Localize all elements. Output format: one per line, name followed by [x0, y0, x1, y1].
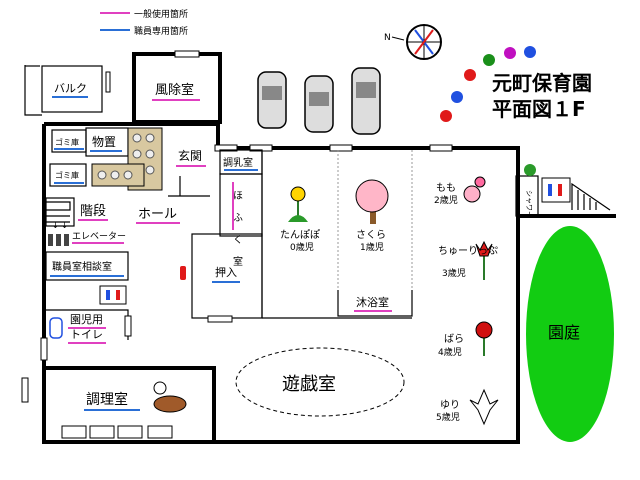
playroom-label: 遊戯室 — [282, 374, 336, 395]
ball-icon — [483, 54, 495, 66]
class-2-name: もも — [436, 182, 456, 194]
class-3-name: ちゅーりっぷ — [438, 245, 498, 257]
toilet-sign-icon — [541, 177, 571, 203]
class-4-age: 4歳児 — [438, 346, 462, 358]
storage-label: 物置 — [92, 135, 116, 149]
building-outline — [42, 122, 520, 444]
urinal-icon — [49, 317, 63, 339]
decoration-balls — [440, 46, 536, 122]
playroom-area — [235, 347, 405, 417]
balcony: バルク — [24, 65, 111, 116]
class-1-age: 1歳児 — [360, 241, 384, 253]
garbage-room-2-label: ゴミ庫 — [55, 170, 79, 180]
wind-room: 風除室 — [132, 50, 222, 124]
cook-icon — [153, 381, 187, 413]
elevator-people-icon: ↓ ↓ — [48, 221, 69, 246]
garden-label: 園庭 — [548, 323, 580, 342]
legend-staff-label: 職員専用箇所 — [134, 25, 188, 37]
stove-icon — [61, 425, 173, 439]
hall-label: ホール — [138, 207, 177, 222]
class-0-age: 0歳児 — [290, 241, 314, 253]
rose-icon — [475, 321, 493, 356]
class-0-name: たんぽぽ — [280, 229, 320, 241]
title-line-1: 元町保育園 — [492, 71, 592, 95]
class-3-age: 3歳児 — [442, 267, 466, 279]
ball-icon — [524, 46, 536, 58]
class-2-age: 2歳児 — [434, 194, 458, 206]
car-icon — [304, 75, 334, 133]
fire-extinguisher-icon — [180, 266, 186, 280]
nursing-room-label: 調乳室 — [223, 156, 253, 169]
ball-icon — [440, 110, 452, 122]
wind-room-label: 風除室 — [155, 82, 194, 98]
peach-icon — [463, 176, 486, 203]
shower-label: シャワー — [525, 190, 533, 218]
class-5-name: ゆり — [440, 399, 460, 411]
plant-icon — [524, 164, 536, 176]
outdoor-stairs-icon — [571, 182, 611, 211]
kitchen-label: 調理室 — [86, 391, 128, 408]
garbage-room-1-label: ゴミ庫 — [55, 137, 79, 147]
garden — [526, 226, 614, 442]
car-icon — [351, 67, 381, 135]
class-1-name: さくら — [356, 229, 386, 241]
legend: 一般使用箇所 職員専用箇所 — [100, 8, 188, 37]
compass-letter: N — [384, 33, 391, 43]
lily-icon — [469, 388, 499, 426]
compass-icon: N — [384, 24, 442, 60]
car-icon — [257, 71, 287, 129]
bath-room-label: 沐浴室 — [356, 295, 389, 309]
legend-general-label: 一般使用箇所 — [134, 8, 188, 20]
title-line-2: 平面図１F — [492, 97, 586, 121]
shoe-locker-icon — [91, 127, 163, 191]
consultation-room-label: 職員室相談室 — [52, 260, 112, 273]
class-4-name: ばら — [444, 333, 464, 345]
toilet-sign-icon — [99, 285, 127, 305]
hofuku-room-label: ほふく室 — [231, 190, 243, 266]
elevator-label: エレベーター — [72, 231, 126, 242]
class-5-age: 5歳児 — [436, 411, 460, 423]
ball-icon — [464, 69, 476, 81]
stairs-icon — [45, 197, 75, 227]
balcony-label: バルク — [54, 82, 87, 95]
tulip-icon — [475, 240, 493, 280]
dandelion-icon — [288, 186, 308, 222]
stairs-label: 階段 — [80, 204, 106, 219]
ball-icon — [451, 91, 463, 103]
svg-text:↓ ↓: ↓ ↓ — [52, 221, 68, 230]
ball-icon — [504, 47, 516, 59]
oshiire-label: 押入 — [215, 265, 237, 279]
child-toilet-label-1: 園児用 — [70, 313, 103, 326]
child-toilet-label-2: トイレ — [70, 328, 103, 341]
sakura-tree-icon — [355, 179, 389, 224]
entrance-label: 玄関 — [178, 148, 202, 163]
